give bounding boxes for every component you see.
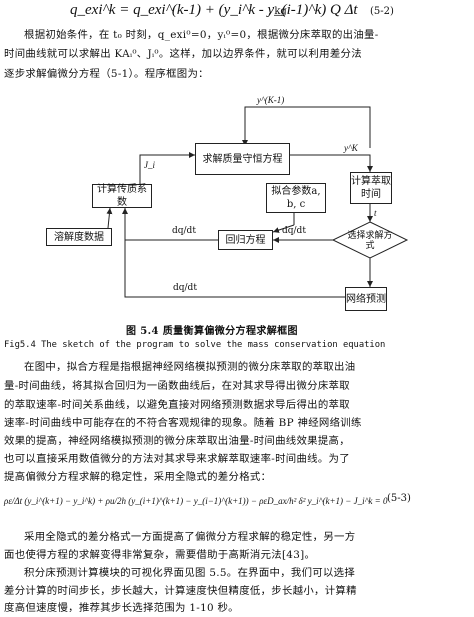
para3-line-1: 采用全隐式的差分格式一方面提高了偏微分方程求解的稳定性，另一方 <box>24 531 356 543</box>
para1-line-1: 根据初始条件，在 t₀ 时刻，q_exi⁰=0，yᵢ⁰=0，根据微分床萃取的出油… <box>24 29 379 41</box>
box-regression: 回归方程 <box>218 230 273 250</box>
equation-5-2-number: (5-2) <box>370 6 394 17</box>
label-y-k: y^K <box>344 143 358 153</box>
equation-5-2: q_exi^k = q_exi^(k-1) + (y_i^k - y_(i-1)… <box>70 2 358 18</box>
para2-line-6: 也可以直接采用数值微分的方法对其求导来求解萃取速率-时间曲线。为了 <box>4 453 350 465</box>
label-y-k-minus-1: y^(K-1) <box>257 95 285 105</box>
para1-line-3: 逐步求解偏微分方程（5-1）。程序框图为： <box>4 68 209 80</box>
box-calc-transfer: 计算传质系数 <box>92 184 152 208</box>
equation-5-3-number: (5-3) <box>387 493 411 504</box>
box-calc-extract-time: 计算萃取时间 <box>350 172 392 204</box>
para3-line-5: 度高但速度慢，推荐其步长选择范围为 1-10 秒。 <box>4 602 239 614</box>
diamond-choose-method: 选择求解方式 <box>347 231 393 251</box>
box-network-predict: 网络预测 <box>345 287 387 311</box>
para1-line-2: 时间曲线就可以求解出 KAᵢ⁰、Jᵢ⁰。这样，加以边界条件，就可以利用差分法 <box>4 48 362 60</box>
label-dq-dt-3: dq/dt <box>173 283 197 293</box>
label-j-i: J_i <box>144 160 155 170</box>
box-fit-params: 拟合参数a, b, c <box>266 183 326 213</box>
figure-caption-en: Fig5.4 The sketch of the program to solv… <box>4 340 386 350</box>
para2-line-3: 的萃取速率-时间关系曲线，以避免直接对网络预测数据求导后得出的萃取 <box>4 399 350 411</box>
para2-line-5: 效果的提高，神经网络模拟预测的微分床萃取出油量-时间曲线效果提高， <box>4 435 350 447</box>
para3-line-4: 差分计算的时间步长，步长越大，计算速度快但精度低，步长越小，计算精 <box>4 585 357 597</box>
box-solubility: 溶解度数据 <box>46 228 112 246</box>
para2-line-4: 速率-时间曲线中可能存在的不符合客观规律的现象。随着 BP 神经网络训练 <box>4 417 362 429</box>
label-dq-dt-1: dq/dt <box>172 226 196 236</box>
para2-line-7: 提高偏微分方程求解的稳定性，采用全隐式的差分格式： <box>4 471 272 483</box>
para2-line-1: 在图中，拟合方程是指根据神经网络模拟预测的微分床萃取的萃取出油 <box>24 361 356 373</box>
para3-line-2: 面也使得方程的求解变得非常复杂，需要借助于高斯消元法[43]。 <box>4 549 316 561</box>
label-t: t <box>374 208 377 218</box>
para3-line-3: 积分床预测计算模块的可视化界面见图 5.5。在界面中，我们可以选择 <box>24 567 356 579</box>
para2-line-2: 量-时间曲线，将其拟合回归为一函数曲线后，在对其求导得出微分床萃取 <box>4 380 350 392</box>
figure-caption-cn: 图 5.4 质量衡算偏微分方程求解框图 <box>126 326 298 337</box>
equation-5-2-unit: , kg <box>268 6 287 17</box>
box-mass-balance: 求解质量守恒方程 <box>195 143 290 175</box>
equation-5-3: ρε/Δt (y_i^(k+1) − y_i^k) + ρu/2h (y_(i+… <box>4 496 388 506</box>
label-dq-dt-2: dq/dt <box>282 226 306 236</box>
